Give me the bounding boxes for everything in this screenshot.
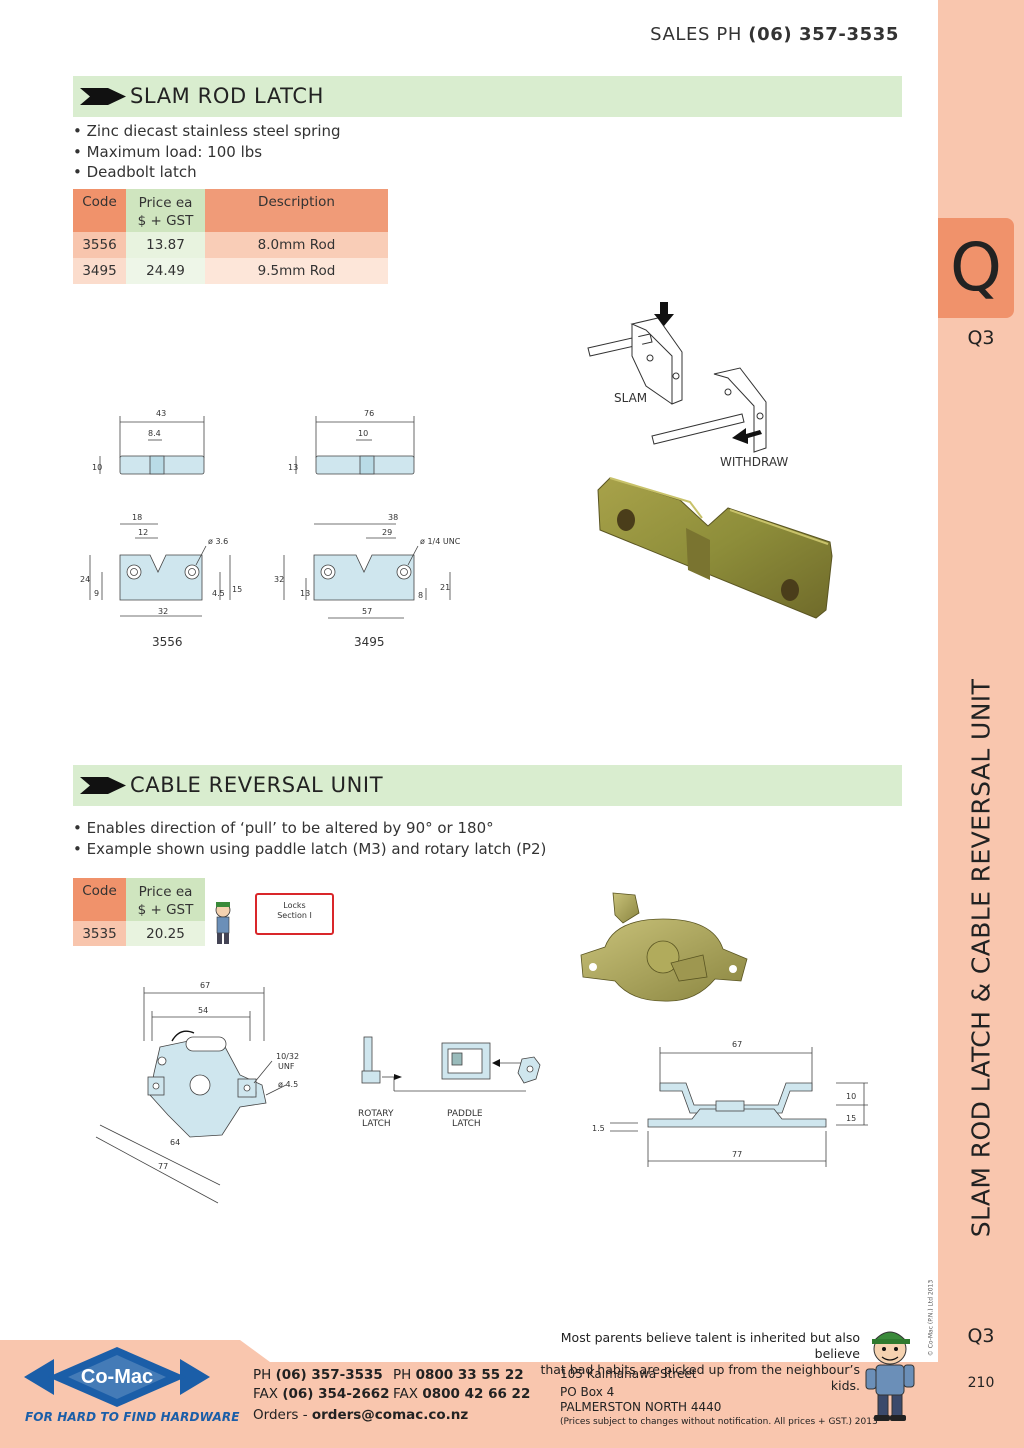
- table-row: 3556 13.87 8.0mm Rod: [73, 232, 388, 258]
- svg-text:21: 21: [440, 583, 450, 592]
- svg-text:4.5: 4.5: [212, 589, 225, 598]
- svg-text:43: 43: [156, 409, 166, 418]
- page-number: 210: [967, 1375, 995, 1391]
- svg-text:10: 10: [358, 429, 368, 438]
- footer-band: [0, 1340, 1024, 1448]
- svg-text:PADDLE: PADDLE: [447, 1109, 483, 1119]
- cable-dimension-drawing: 67 54 10/32 UNF ø 4.5 64 77 ROTARY LATCH…: [95, 981, 541, 1204]
- section-tab[interactable]: [938, 218, 1014, 318]
- svg-text:29: 29: [382, 528, 392, 537]
- arrow-right-icon: [80, 777, 126, 794]
- svg-text:Co-Mac: Co-Mac: [81, 1366, 153, 1388]
- svg-text:67: 67: [200, 981, 210, 990]
- contact-freefax: FAX 0800 42 66 22: [393, 1386, 531, 1402]
- cable-reversal-photo: [580, 892, 748, 1002]
- svg-text:9: 9: [94, 589, 99, 598]
- svg-text:ø 3.6: ø 3.6: [208, 537, 228, 546]
- page-section-code: Q3: [967, 1325, 995, 1347]
- svg-text:LATCH: LATCH: [362, 1119, 391, 1129]
- section-bar-slam: SLAM ROD LATCH: [73, 76, 902, 117]
- svg-text:12: 12: [138, 528, 148, 537]
- svg-text:8: 8: [418, 591, 423, 600]
- slam-withdraw-illustration: SLAM WITHDRAW: [587, 302, 788, 469]
- col-price: Price ea $ + GST: [126, 878, 205, 921]
- caption-3556: 3556: [152, 635, 183, 649]
- arrow-down-icon: [654, 302, 674, 326]
- table-row: 3495 24.49 9.5mm Rod: [73, 258, 388, 284]
- col-description: Description: [205, 189, 388, 232]
- slam-latch-photo: [597, 477, 833, 619]
- arrow-left-icon: [732, 428, 762, 444]
- svg-text:1.5: 1.5: [592, 1124, 605, 1133]
- svg-text:54: 54: [198, 1006, 208, 1015]
- contact-freephone: PH 0800 33 55 22: [393, 1367, 524, 1383]
- svg-text:13: 13: [288, 463, 298, 472]
- tagline: FOR HARD TO FIND HARDWARE: [25, 1410, 240, 1424]
- svg-text:10: 10: [92, 463, 102, 472]
- slam-dimension-drawings: 43 8.4 10 18 12 ø 3.6 24 9 4.5 15 32 355…: [80, 409, 461, 649]
- col-price: Price ea $ + GST: [126, 189, 205, 232]
- svg-text:32: 32: [274, 575, 284, 584]
- svg-text:64: 64: [170, 1138, 180, 1147]
- svg-text:24: 24: [80, 575, 90, 584]
- svg-text:32: 32: [158, 607, 168, 616]
- price-table: Code Price ea $ + GST Description 3556 1…: [73, 189, 388, 284]
- svg-text:77: 77: [158, 1162, 168, 1171]
- section-title: SLAM ROD LATCH: [130, 84, 325, 108]
- svg-text:ø 4.5: ø 4.5: [278, 1080, 298, 1089]
- svg-text:15: 15: [232, 585, 242, 594]
- svg-text:LATCH: LATCH: [452, 1119, 481, 1129]
- locks-book-icon[interactable]: Locks Section I: [255, 893, 334, 935]
- svg-text:57: 57: [362, 607, 372, 616]
- arrow-right-icon: [80, 88, 126, 105]
- col-code: Code: [73, 189, 126, 232]
- address-line: PO Box 4: [560, 1385, 615, 1399]
- contact-phone: PH (06) 357-3535: [253, 1367, 383, 1383]
- price-table: Code Price ea $ + GST 3535 20.25: [73, 878, 205, 946]
- price-note: (Prices subject to changes without notif…: [560, 1417, 878, 1427]
- svg-text:13: 13: [300, 589, 310, 598]
- bullet-list: • Enables direction of ‘pull’ to be alte…: [73, 819, 547, 858]
- svg-text:77: 77: [732, 1150, 742, 1159]
- table-row: 3535 20.25: [73, 921, 205, 946]
- section-bar-cable: CABLE REVERSAL UNIT: [73, 765, 902, 806]
- mascot-small-icon: [215, 902, 231, 944]
- svg-text:10/32: 10/32: [276, 1052, 299, 1061]
- contact-fax: FAX (06) 354-2662: [253, 1386, 390, 1402]
- contact-orders: Orders - orders@comac.co.nz: [253, 1407, 469, 1423]
- sales-phone: SALES PH (06) 357-3535: [650, 24, 899, 45]
- caption-3495: 3495: [354, 635, 385, 649]
- svg-text:10: 10: [846, 1092, 856, 1101]
- cartoon-mascot-icon: [865, 1331, 915, 1421]
- section-title: CABLE REVERSAL UNIT: [130, 773, 384, 797]
- bullet-list: • Zinc diecast stainless steel spring • …: [73, 122, 341, 181]
- orders-email-link[interactable]: orders@comac.co.nz: [311, 1407, 469, 1423]
- col-code: Code: [73, 878, 126, 921]
- comac-logo-icon: Co-Mac: [24, 1347, 210, 1407]
- cable-side-profile: 67 77 1.5 10 15: [592, 1040, 868, 1167]
- vertical-title: SLAM ROD LATCH & CABLE REVERSAL UNIT: [966, 678, 996, 1238]
- section-letter: Q: [950, 229, 1002, 306]
- svg-text:67: 67: [732, 1040, 742, 1049]
- svg-text:ø 1/4 UNC: ø 1/4 UNC: [420, 537, 461, 546]
- svg-text:18: 18: [132, 513, 142, 522]
- quote: Most parents believe talent is inherited…: [540, 1330, 860, 1393]
- svg-text:WITHDRAW: WITHDRAW: [720, 455, 788, 469]
- svg-text:38: 38: [388, 513, 398, 522]
- address-line: PALMERSTON NORTH 4440: [560, 1400, 722, 1414]
- svg-text:15: 15: [846, 1114, 856, 1123]
- svg-text:76: 76: [364, 409, 374, 418]
- svg-text:ROTARY: ROTARY: [358, 1109, 394, 1119]
- section-code: Q3: [967, 327, 995, 349]
- svg-text:SLAM: SLAM: [614, 391, 647, 405]
- svg-text:UNF: UNF: [278, 1062, 295, 1071]
- svg-text:8.4: 8.4: [148, 429, 161, 438]
- address-line: 105 Kaimanawa Street: [560, 1367, 697, 1381]
